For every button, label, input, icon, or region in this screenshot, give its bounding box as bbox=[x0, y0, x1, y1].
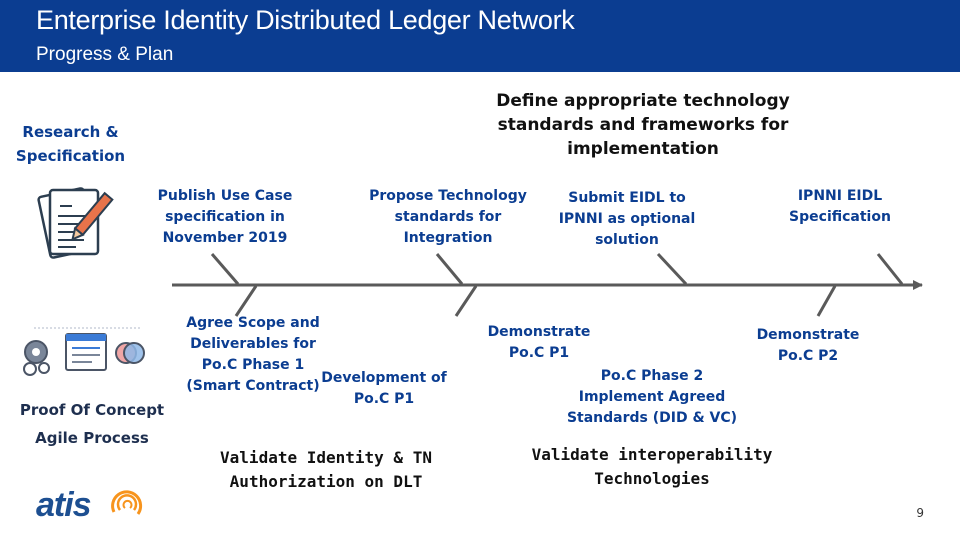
milestone-demonstrate-p2: Demonstrate Po.C P2 bbox=[756, 327, 860, 364]
poc-process-icon bbox=[23, 327, 145, 376]
page-subtitle: Progress & Plan bbox=[36, 44, 174, 65]
milestone-propose-technology: Propose Technology standards for Integra… bbox=[369, 188, 527, 246]
milestone-submit-eidl: Submit EIDL to IPNNI as optional solutio… bbox=[558, 190, 696, 248]
goal-validate-interoperability: Validate interoperability Technologies bbox=[531, 445, 773, 488]
page-number: 9 bbox=[916, 506, 924, 520]
atis-logo-text: atis bbox=[36, 486, 92, 524]
bone-ipnni-eidl bbox=[876, 253, 904, 285]
goal-technology-standards: Define appropriate technology standards … bbox=[496, 91, 790, 159]
milestone-ipnni-eidl: IPNNI EIDL Specification bbox=[789, 188, 891, 225]
milestone-demonstrate-p1: Demonstrate Po.C P1 bbox=[487, 324, 591, 361]
milestone-agree-scope: Agree Scope and Deliverables for Po.C Ph… bbox=[186, 315, 320, 394]
bone-demonstrate-p1 bbox=[454, 285, 478, 317]
bone-agree-scope bbox=[234, 285, 258, 317]
poc-agile-label: Proof Of Concept Agile Process bbox=[19, 401, 165, 447]
page-title: Enterprise Identity Distributed Ledger N… bbox=[36, 5, 575, 35]
research-specification-label: Research & Specification bbox=[15, 123, 126, 165]
header-bar: Enterprise Identity Distributed Ledger N… bbox=[0, 0, 960, 72]
bone-publish-use-case bbox=[210, 253, 240, 285]
atis-logo-swirl bbox=[111, 490, 143, 515]
document-pencil-icon bbox=[37, 187, 114, 259]
milestone-publish-use-case: Publish Use Case specification in Novemb… bbox=[157, 188, 293, 246]
bone-propose-technology bbox=[435, 253, 464, 285]
bone-demonstrate-p2 bbox=[816, 285, 837, 317]
bone-submit-eidl bbox=[656, 252, 688, 286]
milestone-development-p1: Development of Po.C P1 bbox=[321, 370, 447, 407]
atis-logo: atis bbox=[36, 486, 146, 526]
goal-validate-identity: Validate Identity & TN Authorization on … bbox=[220, 448, 432, 491]
milestone-poc-phase2: Po.C Phase 2 Implement Agreed Standards … bbox=[566, 368, 738, 426]
